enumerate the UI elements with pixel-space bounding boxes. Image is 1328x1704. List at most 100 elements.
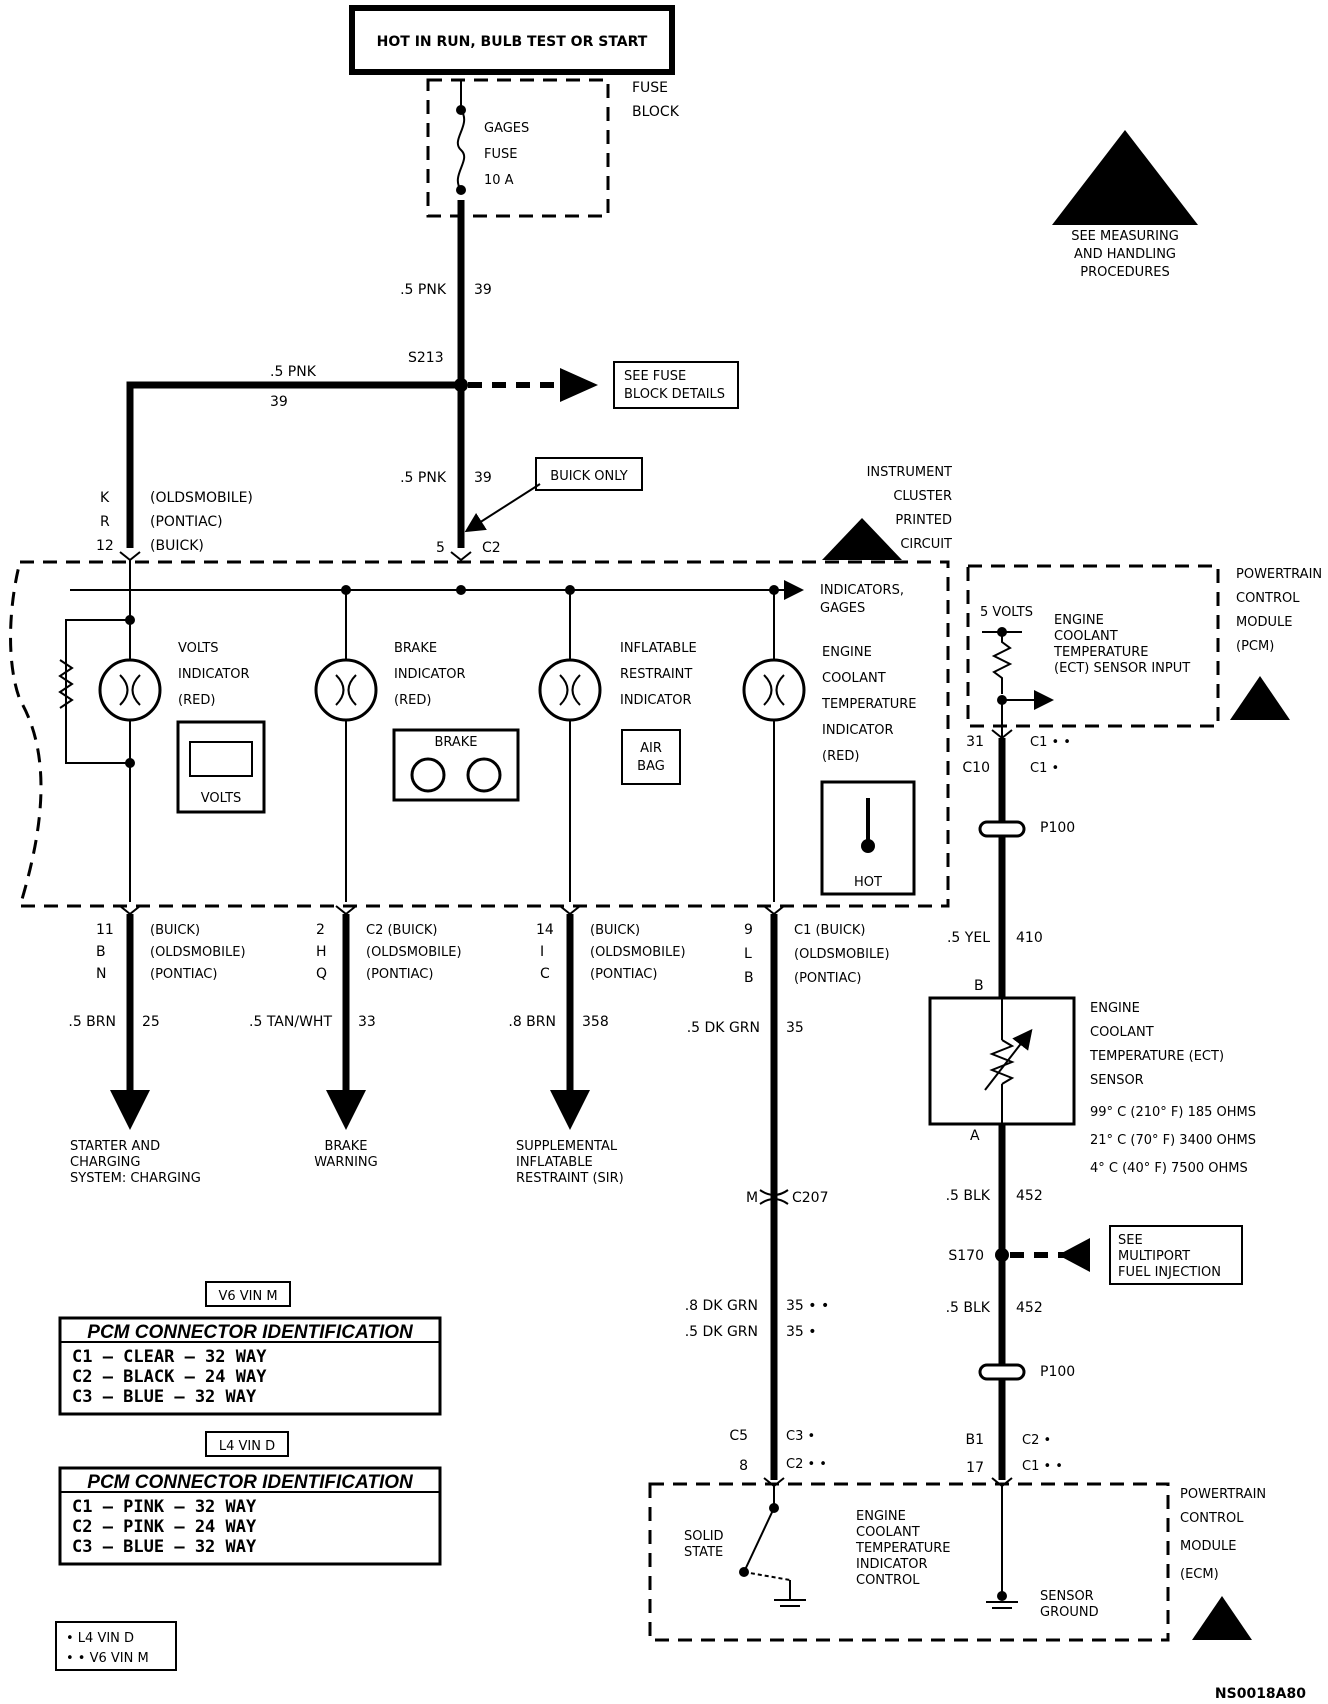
o4-gauge: .5 DK GRN (687, 1020, 760, 1036)
pcm-pin-a: 31 (966, 734, 984, 750)
airbag-label2: RESTRAINT (620, 667, 692, 682)
splice-left-circuit: 39 (270, 394, 288, 410)
splice-s213: S213 .5 PNK 39 SEE FUSE BLOCK DETAILS (126, 350, 739, 548)
vin-legend: • L4 VIN D • • V6 VIN M (55, 1621, 177, 1671)
o4-p3: B (744, 970, 754, 986)
esd-note-line3: PROCEDURES (1080, 265, 1169, 280)
left-brand3: (BUICK) (150, 538, 204, 554)
o4-b3: (PONTIAC) (794, 971, 861, 986)
coolant-label5: (RED) (822, 749, 859, 764)
ecm-left-b: 8 (739, 1458, 748, 1474)
blk2-gauge: .5 BLK (946, 1300, 991, 1316)
fuse-details-ref1: SEE FUSE (624, 369, 686, 384)
o2-p2: H (316, 944, 327, 960)
airbag-icon2: BAG (637, 759, 665, 774)
feed-wire-gauge: .5 PNK (400, 282, 447, 298)
pcm-input1: ENGINE (1054, 613, 1104, 628)
volts-icon-label: VOLTS (201, 791, 242, 806)
cluster-line4: CIRCUIT (900, 537, 952, 552)
pcm-input2: COOLANT (1054, 629, 1118, 644)
pcm-pin-b: C10 (962, 760, 990, 776)
fuse-details-ref2: BLOCK DETAILS (624, 387, 725, 402)
dkgrn-circuit1: 35 • • (786, 1298, 829, 1314)
cluster-line3: PRINTED (895, 513, 952, 528)
brake-label2: INDICATOR (394, 667, 466, 682)
ect-r2: 21° C (70° F) 3400 OHMS (1090, 1133, 1256, 1148)
ect-r1: 99° C (210° F) 185 OHMS (1090, 1105, 1256, 1120)
coolant-label2: COOLANT (822, 671, 886, 686)
coolant-icon-label: HOT (854, 875, 882, 890)
s170-label: S170 (948, 1248, 984, 1264)
pcm-input4: (ECT) SENSOR INPUT (1054, 661, 1190, 676)
lower-feed-pin: 5 (436, 540, 445, 556)
o4-b2: (OLDSMOBILE) (794, 947, 890, 962)
lower-feed-gauge: .5 PNK (400, 470, 447, 486)
airbag-icon1: AIR (640, 741, 662, 756)
o1-dest2: CHARGING (70, 1155, 140, 1170)
coolant-indicator: ENGINE COOLANT TEMPERATURE INDICATOR (RE… (742, 585, 917, 902)
output-volts: 11 (BUICK) B (OLDSMOBILE) N (PONTIAC) .5… (68, 905, 246, 1186)
airbag-label1: INFLATABLE (620, 641, 697, 656)
pcm-module: POWERTRAIN CONTROL MODULE (PCM) 5 VOLTS … (962, 564, 1322, 776)
fuse-block-label1: FUSE (632, 80, 668, 96)
connector-c207: M C207 (746, 1189, 829, 1206)
o2-b1: C2 (BUICK) (366, 923, 438, 938)
airbag-indicator: INFLATABLE RESTRAINT INDICATOR AIR BAG (538, 585, 697, 902)
ecm-right-b: 17 (966, 1460, 984, 1476)
ecm-right-ca: C2 • (1022, 1433, 1051, 1448)
pcm-volts: 5 VOLTS (980, 605, 1033, 620)
esd-warning-icon: SEE MEASURING AND HANDLING PROCEDURES (1052, 130, 1198, 280)
o1-b1: (BUICK) (150, 923, 200, 938)
o3-p1: 14 (536, 922, 554, 938)
brake-label3: (RED) (394, 693, 431, 708)
ecm-left-ca: C3 • (786, 1429, 815, 1444)
o1-p2: B (96, 944, 106, 960)
o4-p2: L (744, 946, 752, 962)
pcm-label1: POWERTRAIN (1236, 567, 1322, 582)
table2-row2: C2 – PINK – 24 WAY (72, 1517, 257, 1537)
o2-dest1: BRAKE (324, 1139, 367, 1154)
table1-title: PCM CONNECTOR IDENTIFICATION (87, 1322, 414, 1343)
volts-label2: INDICATOR (178, 667, 250, 682)
ecm-ctl5: CONTROL (856, 1573, 920, 1588)
left-pin1: K (100, 490, 110, 506)
o2-p3: Q (316, 966, 327, 982)
o1-gauge: .5 BRN (68, 1014, 116, 1030)
feed-wire-circuit: 39 (474, 282, 492, 298)
o3-b2: (OLDSMOBILE) (590, 945, 686, 960)
coolant-label1: ENGINE (822, 645, 872, 660)
legend-line1: • L4 VIN D (66, 1631, 134, 1646)
ect-label4: SENSOR (1090, 1073, 1144, 1088)
ecm-ctl1: ENGINE (856, 1509, 906, 1524)
o2-b3: (PONTIAC) (366, 967, 433, 982)
pcm-label4: (PCM) (1236, 639, 1274, 654)
ecm-ctl3: TEMPERATURE (855, 1541, 951, 1556)
ecm-right-cb: C1 • • (1022, 1459, 1063, 1474)
pcm-connector-table-l4: L4 VIN D PCM CONNECTOR IDENTIFICATION C1… (58, 1431, 442, 1566)
left-pin3: 12 (96, 538, 114, 554)
ecm-label1: POWERTRAIN (1180, 1487, 1266, 1502)
table2-title: PCM CONNECTOR IDENTIFICATION (87, 1472, 414, 1493)
power-source-label: HOT IN RUN, BULB TEST OR START (377, 34, 648, 50)
o3-dest2: INFLATABLE (516, 1155, 593, 1170)
pcm-input3: TEMPERATURE (1053, 645, 1149, 660)
table2-row3: C3 – BLUE – 32 WAY (72, 1537, 257, 1557)
blk1-gauge: .5 BLK (946, 1188, 991, 1204)
left-pin2: R (100, 514, 110, 530)
ect-label3: TEMPERATURE (ECT) (1089, 1049, 1224, 1064)
ecm-module: POWERTRAIN CONTROL MODULE (ECM) SOLID ST… (648, 1477, 1266, 1642)
fuse-block: FUSE BLOCK GAGES FUSE 10 A (426, 78, 680, 218)
brake-label1: BRAKE (394, 641, 437, 656)
o4-p1: 9 (744, 922, 753, 938)
ecm-left-a: C5 (729, 1428, 748, 1444)
o3-b1: (BUICK) (590, 923, 640, 938)
ect-label1: ENGINE (1090, 1001, 1140, 1016)
connector-p100-upper: P100 (978, 820, 1075, 838)
dkgrn-gauge2: .5 DK GRN (685, 1324, 758, 1340)
ect-pin-bot: A (970, 1128, 980, 1144)
o1-dest1: STARTER AND (70, 1139, 160, 1154)
ecm-right-a: B1 (965, 1432, 984, 1448)
esd-note-line1: SEE MEASURING (1071, 229, 1179, 244)
instrument-cluster-boundary: INDICATORS, GAGES (9, 551, 950, 908)
